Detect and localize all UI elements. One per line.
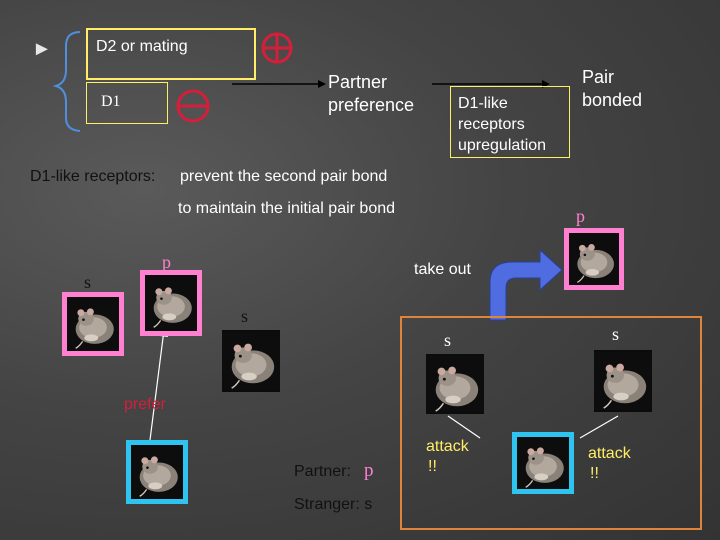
attack-left-line1: attack xyxy=(426,438,469,455)
bullet-icon: ► xyxy=(32,38,52,60)
plus-circle-icon xyxy=(261,32,293,64)
take-out-label: take out xyxy=(414,261,471,278)
label-s-attack-left: s xyxy=(444,330,452,350)
d1-receptors-line1: D1-like xyxy=(458,95,508,112)
label-s-mid: s xyxy=(241,306,249,326)
partner-label: Partner: xyxy=(294,463,351,480)
d1-receptors-caption: D1-like receptors: xyxy=(30,168,156,185)
mouse-icon xyxy=(145,277,197,329)
mouse-photo-p-left xyxy=(140,270,202,336)
stranger-label: Stranger: s xyxy=(294,496,373,513)
minus-circle-icon xyxy=(176,89,210,123)
mouse-icon xyxy=(517,437,569,489)
mouse-photo-prefer-partner xyxy=(126,440,188,504)
mouse-photo-attack-right xyxy=(594,350,652,412)
label-p-left: p xyxy=(162,252,171,272)
d2-mating-label: D2 or mating xyxy=(96,38,188,55)
label-p-right: p xyxy=(576,206,585,226)
d1-receptors-line3: upregulation xyxy=(458,137,547,154)
pair-bonded-line1: Pair xyxy=(582,67,615,87)
partner-p-value: p xyxy=(364,460,374,481)
partner-preference-line1: Partner xyxy=(328,72,388,92)
mouse-icon xyxy=(222,332,280,390)
attack-left-line2: !! xyxy=(428,458,437,475)
label-s-left: s xyxy=(84,272,92,292)
d1-receptors-box: D1-like receptors upregulation xyxy=(450,86,570,158)
d1-label: D1 xyxy=(101,93,121,110)
attack-right-line1: attack xyxy=(588,445,631,462)
mouse-photo-p-right xyxy=(564,228,624,290)
d1-box: D1 xyxy=(86,82,168,124)
mouse-icon xyxy=(67,298,119,350)
d1-receptors-line2: receptors xyxy=(458,116,525,133)
prefer-label: prefer xyxy=(124,396,166,413)
pair-bonded-line2: bonded xyxy=(582,90,643,110)
mouse-photo-attack-left xyxy=(426,354,484,414)
mouse-icon xyxy=(594,352,652,410)
prevent-second-bond-text: prevent the second pair bond xyxy=(180,168,388,185)
maintain-bond-text: to maintain the initial pair bond xyxy=(178,200,396,217)
mouse-icon xyxy=(569,234,619,284)
mouse-photo-attack-partner xyxy=(512,432,574,494)
arrow-to-partner-preference xyxy=(232,80,326,88)
label-s-attack-right: s xyxy=(612,324,620,344)
partner-preference-line2: preference xyxy=(328,95,415,115)
mouse-icon xyxy=(426,355,484,413)
d2-mating-box: D2 or mating xyxy=(86,28,256,80)
attack-scene-frame xyxy=(400,316,702,530)
attack-right-line2: !! xyxy=(590,465,599,482)
mouse-photo-s-mid xyxy=(222,330,280,392)
mouse-icon xyxy=(131,446,183,498)
mouse-photo-s-left xyxy=(62,292,124,356)
